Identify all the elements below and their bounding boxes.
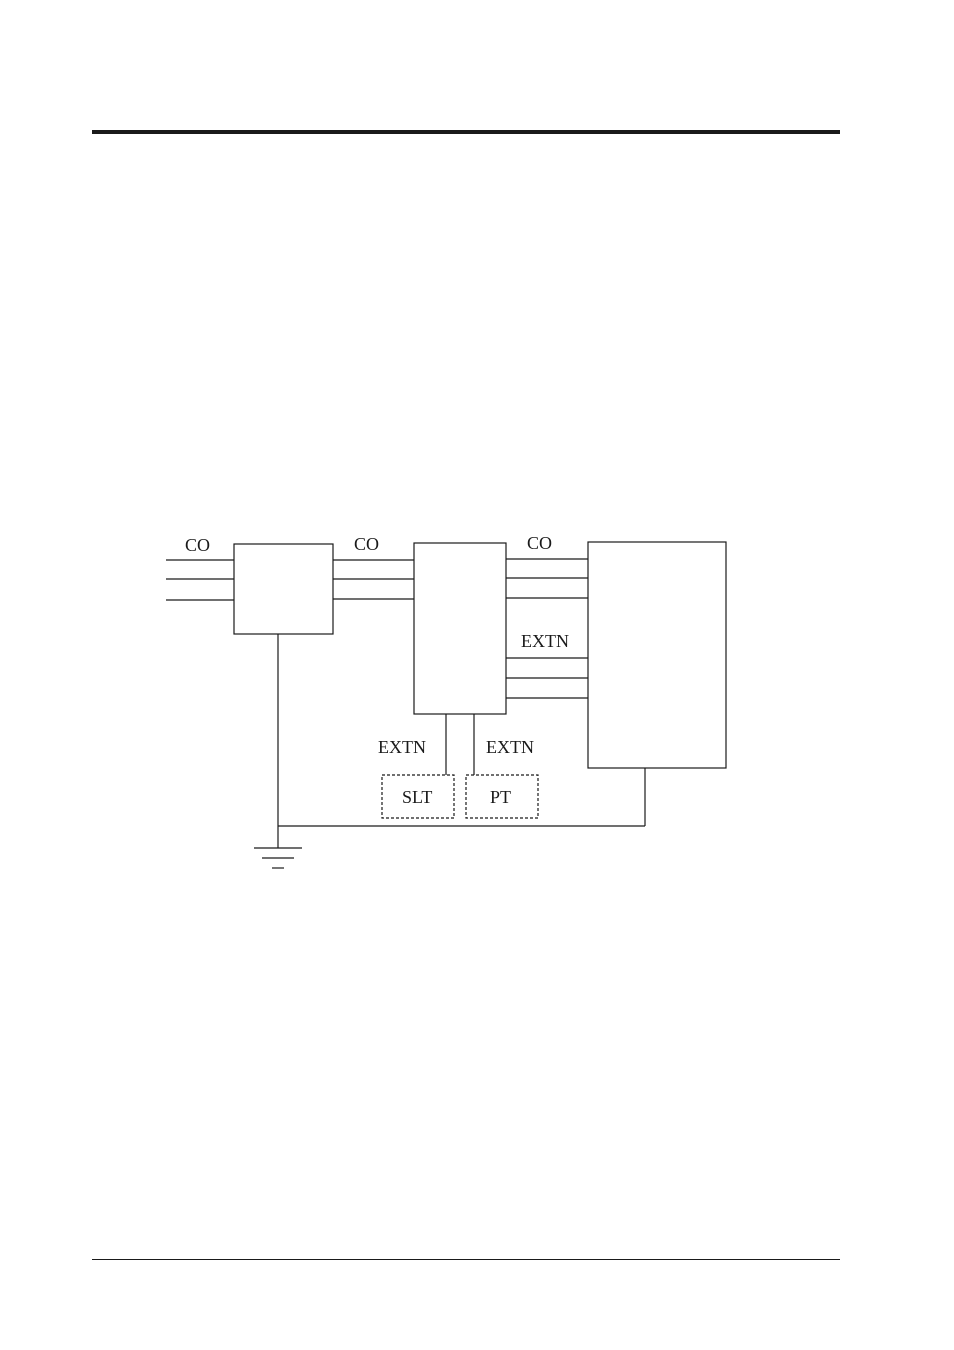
co-label-middle: CO [354, 534, 379, 554]
right-co-lines [506, 559, 588, 598]
middle-co-lines [333, 560, 414, 599]
right-extn-lines [506, 658, 588, 698]
pt-label: PT [490, 787, 511, 807]
slt-label: SLT [402, 787, 432, 807]
incoming-co-lines [166, 560, 234, 600]
extn-label-right: EXTN [521, 631, 569, 651]
co-label-incoming: CO [185, 535, 210, 555]
main-unit-box [588, 542, 726, 768]
extn-label-pt: EXTN [486, 737, 534, 757]
extn-label-slt: EXTN [378, 737, 426, 757]
first-unit-box [234, 544, 333, 634]
second-unit-box [414, 543, 506, 714]
co-label-right: CO [527, 533, 552, 553]
bottom-rule [92, 1259, 840, 1260]
ground-icon [254, 848, 302, 868]
